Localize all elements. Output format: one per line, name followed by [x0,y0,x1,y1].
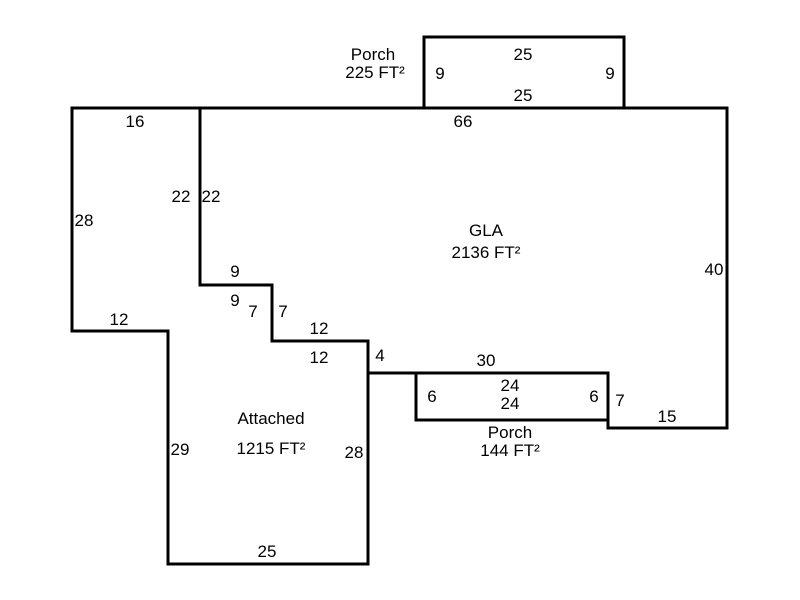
porch-bottom-area: 144 FT² [480,441,540,460]
dim-gla-top: 66 [454,112,473,131]
left-wing-outline [70,106,370,566]
dim-porch-bottom-right: 6 [589,387,598,406]
dim-left-inner-a: 22 [172,187,191,206]
porch-bottom-name: Porch [488,423,532,442]
dim-porch-top-right: 9 [605,64,614,83]
dim-porch-top-left: 9 [435,64,444,83]
gla-outline [70,106,729,430]
dim-porch-bottom-top: 24 [501,376,520,395]
porch-top-name: Porch [351,45,395,64]
dim-left-bottom: 12 [110,310,129,329]
dim-step3-bottom: 12 [310,348,329,367]
dim-porch-bottom-bottom: 24 [501,394,520,413]
dim-attached-left: 29 [171,440,190,459]
porch-bottom-outline [414,371,610,422]
dim-attached-bottom: 25 [258,542,277,561]
dim-left-top: 16 [126,112,145,131]
dim-step1-bottom: 9 [230,291,239,310]
dim-porch-bottom-left: 6 [427,387,436,406]
dim-left-side: 28 [75,211,94,230]
dim-gla-right: 40 [705,260,724,279]
porch-top-area: 225 FT² [345,63,405,82]
attached-name: Attached [237,409,304,428]
gla-name: GLA [469,221,504,240]
dim-step1-top: 9 [230,262,239,281]
dim-step4: 4 [375,346,384,365]
dim-porch-top-top: 25 [514,45,533,64]
dim-step2-left: 7 [248,302,257,321]
attached-area: 1215 FT² [237,439,306,458]
dim-porch-top-bottom: 25 [514,86,533,105]
dim-right-step: 7 [615,391,624,410]
dim-attached-right: 28 [345,443,364,462]
dim-step3-top: 12 [310,319,329,338]
dim-bottom-right: 15 [658,407,677,426]
gla-area: 2136 FT² [452,243,521,262]
dim-step2-right: 7 [278,302,287,321]
dim-porch-bottom-top-outer: 30 [477,351,496,370]
dim-left-inner-b: 22 [202,187,221,206]
